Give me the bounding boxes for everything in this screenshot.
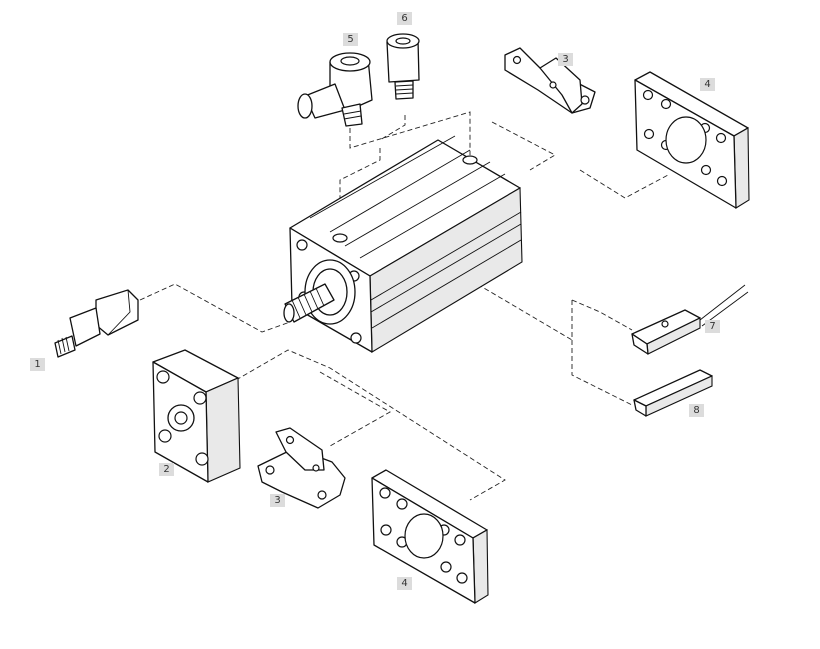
callout-3-upper: 3 bbox=[558, 53, 573, 66]
foot-mounting-part-3-upper bbox=[504, 47, 596, 114]
slot-cover-part-8 bbox=[633, 369, 713, 417]
callout-1: 1 bbox=[30, 358, 45, 371]
compact-cylinder-body bbox=[283, 135, 523, 353]
rod-adapter-part-1 bbox=[54, 289, 139, 358]
proximity-sensor-part-7 bbox=[631, 284, 749, 355]
square-flange-part-2 bbox=[152, 349, 241, 483]
callout-3-lower: 3 bbox=[270, 494, 285, 507]
callout-4-upper: 4 bbox=[700, 78, 715, 91]
foot-mounting-part-3-lower bbox=[257, 427, 346, 509]
flange-plate-part-4-upper bbox=[634, 71, 750, 209]
flange-plate-part-4-lower bbox=[371, 469, 489, 604]
callout-5: 5 bbox=[343, 33, 358, 46]
callout-7: 7 bbox=[705, 320, 720, 333]
callout-4-lower: 4 bbox=[397, 577, 412, 590]
callout-6: 6 bbox=[397, 12, 412, 25]
callout-8: 8 bbox=[689, 404, 704, 417]
assembly-lines bbox=[139, 111, 669, 501]
elbow-fitting-part-5 bbox=[297, 52, 373, 127]
straight-fitting-part-6 bbox=[386, 33, 420, 100]
callout-2: 2 bbox=[159, 463, 174, 476]
